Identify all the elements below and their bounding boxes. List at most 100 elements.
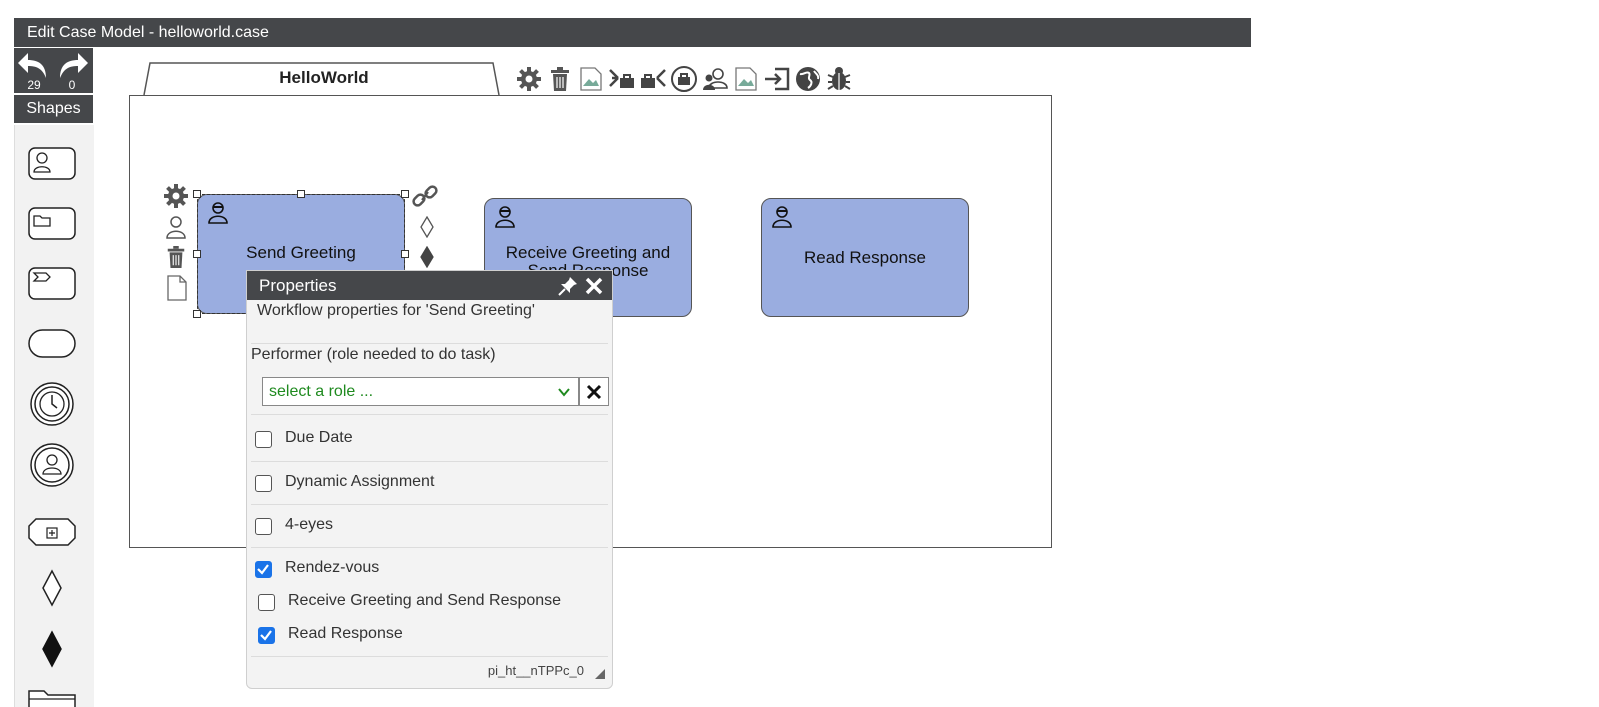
clear-role-button[interactable] — [579, 377, 609, 406]
rendez-vous-label: Rendez-vous — [285, 559, 380, 576]
dynamic-assignment-label: Dynamic Assignment — [285, 473, 435, 490]
document-icon[interactable] — [166, 274, 188, 302]
close-icon[interactable] — [585, 277, 603, 295]
four-eyes-label: 4-eyes — [285, 516, 334, 533]
shape-process-task[interactable] — [26, 264, 78, 304]
export-button[interactable] — [638, 65, 667, 93]
checkmark-icon — [257, 564, 269, 575]
globe-icon — [795, 67, 820, 91]
entry-criterion-icon[interactable] — [420, 216, 434, 238]
editor-toolbar — [514, 64, 853, 94]
shape-user-event[interactable] — [26, 442, 78, 487]
tab-helloworld[interactable]: HelloWorld — [143, 62, 505, 96]
timer-event-icon — [30, 382, 74, 426]
rendez-vous-checkbox[interactable] — [255, 561, 272, 578]
undo-icon — [18, 53, 46, 78]
resize-handle-n[interactable] — [297, 190, 305, 198]
resize-handle-e[interactable] — [401, 250, 409, 258]
shape-exit-criterion[interactable] — [26, 629, 78, 669]
image-button-2[interactable] — [731, 65, 760, 93]
broken-image-icon — [734, 67, 757, 91]
human-task-icon — [28, 147, 76, 180]
resize-handle-sw[interactable] — [193, 310, 201, 318]
shape-human-task[interactable] — [26, 144, 78, 184]
trash-icon[interactable] — [165, 245, 187, 269]
debug-button[interactable] — [824, 65, 853, 93]
bug-icon — [826, 67, 851, 90]
undo-button[interactable]: 29 — [16, 50, 52, 92]
resize-handle-ne[interactable] — [401, 190, 409, 198]
gear-icon[interactable] — [163, 183, 189, 209]
rendezvous-task-label: Read Response — [288, 625, 403, 642]
resize-handle-w[interactable] — [193, 250, 201, 258]
shape-timer-event[interactable] — [26, 381, 78, 426]
folder-icon — [28, 690, 76, 707]
stage-icon — [28, 518, 76, 546]
case-file-icon — [28, 207, 76, 240]
import-button[interactable] — [607, 65, 636, 93]
image-button-1[interactable] — [576, 65, 605, 93]
divider — [251, 547, 608, 548]
entry-criterion-icon — [42, 569, 62, 607]
export-icon — [640, 69, 666, 88]
import-icon — [608, 69, 634, 88]
link-icon[interactable] — [411, 183, 439, 209]
login-icon — [764, 67, 789, 91]
due-date-label: Due Date — [285, 429, 353, 446]
shapes-header: Shapes — [14, 95, 93, 123]
resize-grip-icon[interactable] — [594, 668, 606, 680]
window-title: Edit Case Model - helloworld.case — [14, 18, 1251, 47]
divider — [251, 461, 608, 462]
pin-icon[interactable] — [558, 276, 578, 296]
broken-image-icon — [579, 67, 602, 91]
divider — [251, 504, 608, 505]
rendezvous-task-label: Receive Greeting and Send Response — [288, 592, 562, 609]
performer-label: Performer (role needed to do task) — [251, 346, 496, 363]
trash-icon — [550, 67, 569, 91]
user-icon[interactable] — [165, 215, 187, 239]
human-task-icon — [495, 206, 515, 228]
shape-milestone[interactable] — [26, 324, 78, 364]
shape-stage[interactable] — [26, 512, 78, 552]
properties-subtitle: Workflow properties for 'Send Greeting' — [257, 302, 535, 319]
human-task-icon — [208, 202, 228, 224]
settings-button[interactable] — [514, 65, 543, 93]
shape-entry-criterion[interactable] — [26, 568, 78, 608]
globe-button[interactable] — [793, 65, 822, 93]
roles-button[interactable] — [700, 65, 729, 93]
human-task-icon — [772, 206, 792, 228]
redo-icon — [60, 53, 88, 78]
tab-shape — [143, 62, 500, 96]
delete-button[interactable] — [545, 65, 574, 93]
exit-criterion-icon — [42, 630, 62, 668]
task-label: Send Greeting — [246, 243, 356, 262]
close-icon — [586, 384, 602, 399]
task-read-response[interactable]: Read Response — [761, 198, 969, 317]
shape-case-file-item[interactable] — [26, 687, 78, 707]
due-date-checkbox[interactable] — [255, 431, 272, 448]
four-eyes-checkbox[interactable] — [255, 518, 272, 535]
resize-handle-nw[interactable] — [193, 190, 201, 198]
undo-redo-bar: 29 0 — [14, 48, 93, 93]
rendezvous-task-checkbox-read[interactable] — [258, 627, 275, 644]
dynamic-assignment-checkbox[interactable] — [255, 475, 272, 492]
process-task-icon — [28, 267, 76, 300]
exit-criterion-icon[interactable] — [420, 246, 434, 268]
login-button[interactable] — [762, 65, 791, 93]
redo-count: 0 — [68, 78, 76, 92]
rendezvous-task-checkbox-receive[interactable] — [258, 594, 275, 611]
undo-count: 29 — [27, 78, 41, 92]
properties-title: Properties — [259, 276, 337, 295]
chevron-down-icon — [558, 388, 570, 397]
divider — [251, 656, 608, 657]
roles-icon — [702, 68, 728, 90]
redo-button[interactable]: 0 — [54, 50, 90, 92]
shape-case-file-task[interactable] — [26, 204, 78, 244]
role-select[interactable]: select a role ... — [262, 377, 579, 406]
properties-header: Properties — [247, 271, 612, 300]
properties-panel: Properties Workflow properties for 'Send… — [246, 270, 613, 689]
deploy-button[interactable] — [669, 65, 698, 93]
divider — [251, 414, 608, 415]
user-event-icon — [30, 443, 74, 487]
role-select-value: select a role ... — [269, 383, 374, 400]
